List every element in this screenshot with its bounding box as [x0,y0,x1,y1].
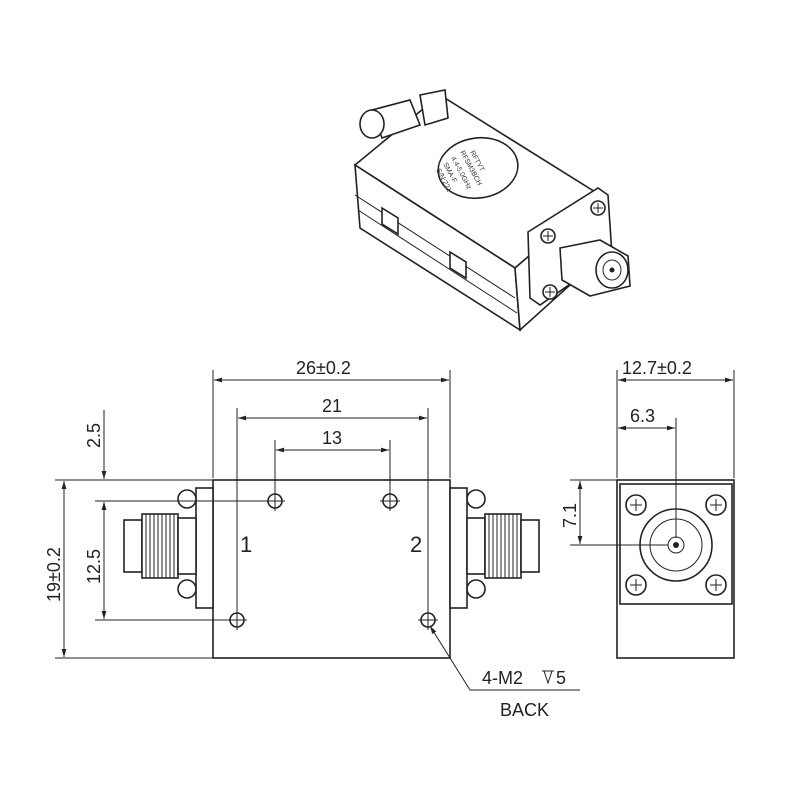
front-body [212,479,451,659]
dim-inner-span-13: 13 [322,428,342,448]
iso-logo-ellipse [437,136,519,200]
depth-symbol-icon [542,670,554,685]
dim-side-center-x: 6.3 [630,406,655,426]
dim-side-center-y: 7.1 [560,503,580,528]
hole-note: 4-M2 [482,668,523,688]
back-note: BACK [500,700,549,720]
hole-depth: 5 [556,668,566,688]
dim-side-width: 12.7±0.2 [622,358,692,378]
dim-hole-pitch-12-5: 12.5 [84,549,104,584]
isometric-view: RFTYT RFSM3BCH 4.4-5.0GHz SMA-F S/N:221 [353,89,631,332]
front-view: 1 2 26±0.2 21 13 2.5 12.5 19±0.2 4-M2 [44,358,580,720]
dim-top-offset-2-5: 2.5 [84,423,104,448]
port-1-label: 1 [240,532,252,557]
front-mount-holes [227,491,438,630]
front-sma-right [466,513,540,579]
iso-clip-right [449,250,467,280]
front-sma-left [123,513,197,579]
side-view: 12.7±0.2 6.3 7.1 [560,358,735,659]
front-flange-right [449,487,468,609]
dim-width-26: 26±0.2 [296,358,351,378]
dim-height-19: 19±0.2 [44,547,64,602]
port-2-label: 2 [410,532,422,557]
front-flange-left [195,487,214,609]
iso-clip-left [381,206,399,236]
side-flange-screws [625,494,727,596]
dim-hole-span-21: 21 [322,396,342,416]
